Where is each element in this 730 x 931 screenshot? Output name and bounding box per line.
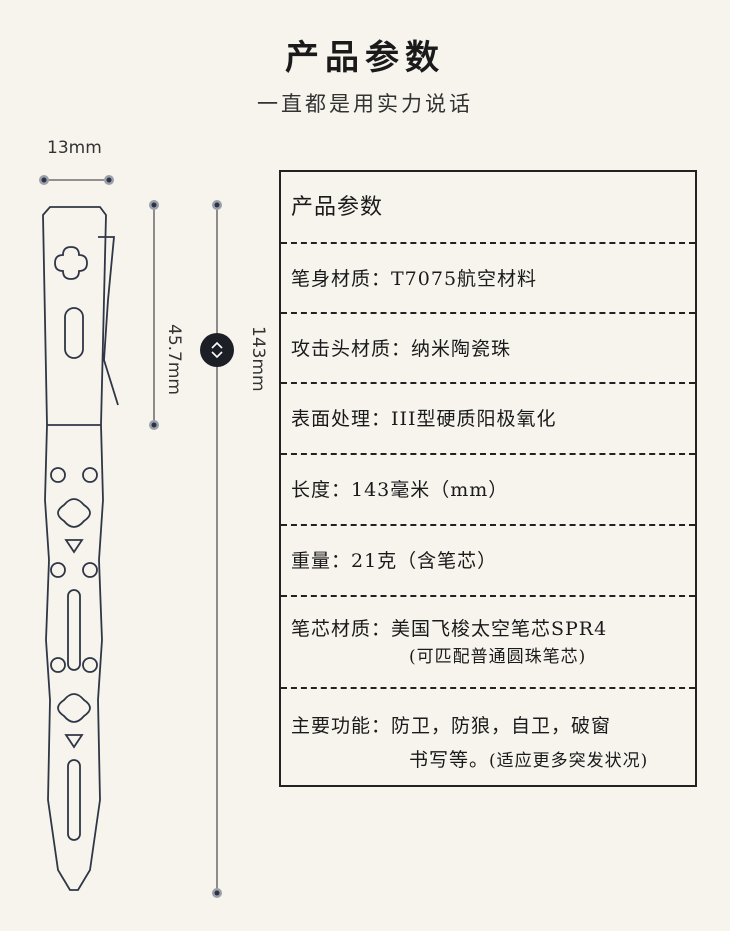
table-row: 攻击头材质：纳米陶瓷珠 [281, 314, 695, 384]
pen-diagram [39, 175, 234, 898]
table-row: 笔芯材质：美国飞梭太空笔芯SPR4 (可匹配普通圆珠笔芯) [281, 597, 695, 689]
width-label: 13mm [47, 138, 102, 158]
row-text: 笔芯材质：美国飞梭太空笔芯SPR4 [291, 618, 608, 640]
page-subtitle: 一直都是用实力说话 [257, 92, 473, 116]
dimension-lines [44, 179, 218, 893]
parameters-table: 产品参数 笔身材质：T7075航空材料 攻击头材质：纳米陶瓷珠 表面处理：III… [279, 170, 697, 787]
row-note: (适应更多突发状况) [489, 751, 649, 771]
dimension-dots [39, 175, 222, 898]
table-row: 长度：143毫米（mm） [281, 455, 695, 526]
table-row: 表面处理：III型硬质阳极氧化 [281, 384, 695, 455]
table-row: 重量：21克（含笔芯） [281, 526, 695, 597]
table-heading: 产品参数 [281, 172, 695, 244]
table-row: 笔身材质：T7075航空材料 [281, 244, 695, 314]
row-subtext: 书写等。 [409, 749, 490, 771]
expand-arrows-icon [200, 333, 234, 367]
table-row: 主要功能：防卫，防狼，自卫，破窗 书写等。(适应更多突发状况) [281, 689, 695, 785]
row-subtext: (可匹配普通圆珠笔芯) [409, 647, 587, 667]
page-title: 产品参数 [285, 38, 445, 78]
pen-outline [42, 206, 119, 891]
row-text: 主要功能：防卫，防狼，自卫，破窗 [291, 715, 612, 737]
